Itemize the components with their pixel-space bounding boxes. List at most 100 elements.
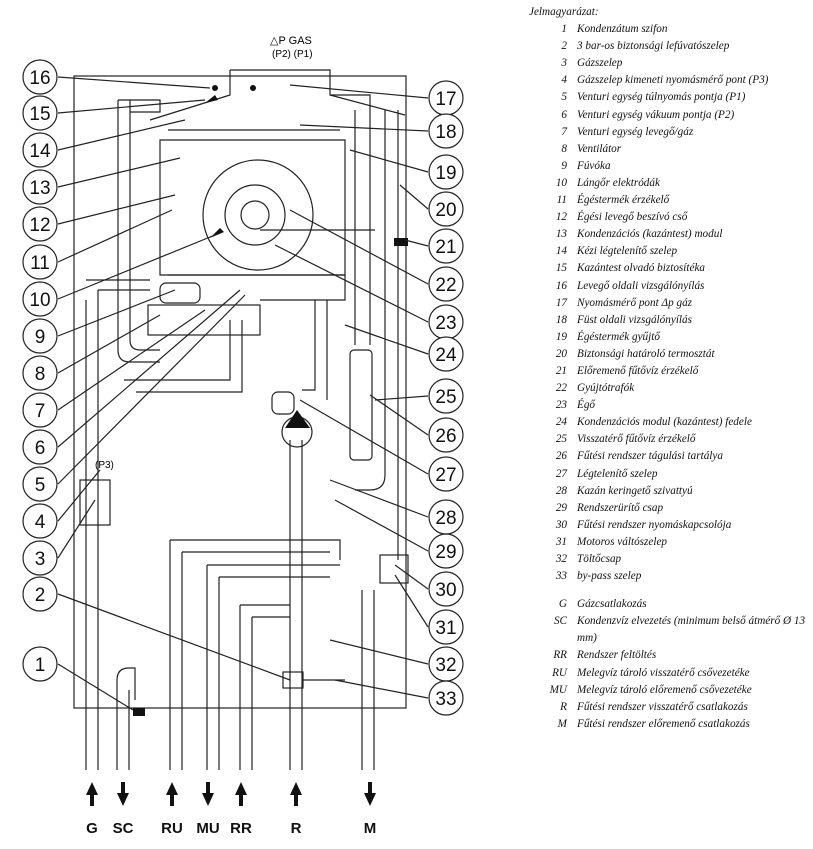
legend-key: 26 [555, 450, 567, 463]
callout-circle [428, 378, 464, 414]
connection-label: MU [196, 820, 219, 837]
leader-line [57, 499, 96, 559]
callout-number: 14 [29, 141, 51, 162]
legend-key: 24 [555, 416, 567, 429]
legend-key: 13 [555, 228, 567, 241]
callout-circle [22, 503, 58, 539]
legend-key: 1 [561, 23, 567, 36]
legend-text: Biztonsági határoló termosztát [577, 347, 715, 360]
flue-hood [149, 69, 406, 121]
leader-line [57, 99, 206, 114]
legend-text: Gázszelep [577, 57, 623, 70]
connection-label: R [291, 820, 302, 837]
legend-row: 28 Kazán keringető szivattyú [515, 483, 810, 500]
callout-circle [428, 571, 464, 607]
callout-circle [428, 266, 464, 302]
callout-number: 16 [29, 68, 50, 89]
legend-text: Melegvíz tároló előremenő csővezetéke [577, 683, 752, 696]
leader-line [57, 289, 176, 337]
arrow-up-icon [86, 782, 98, 806]
leader-line [394, 574, 429, 628]
callout-number: 17 [435, 89, 456, 110]
air-intake-pipe [117, 100, 160, 363]
callout-circle [428, 609, 464, 645]
callout-number: 7 [35, 401, 46, 422]
callout-circle [428, 336, 464, 372]
leader-line [394, 564, 429, 590]
legend-text: Kondenzációs (kazántest) modul [577, 228, 723, 241]
air-pipe-top [118, 99, 161, 113]
callout-circle [22, 132, 58, 168]
legend-text: Nyomásmérő pont Δp gáz [577, 296, 693, 309]
legend-key: 12 [555, 211, 567, 224]
legend-key: 7 [561, 125, 567, 138]
callout-number: 9 [35, 327, 46, 348]
legend-key: 21 [555, 364, 567, 377]
leader-line [399, 184, 429, 210]
leader-line [57, 157, 181, 188]
callout-number: 29 [435, 542, 456, 563]
callout-number: 27 [435, 465, 456, 486]
callout-number: 26 [435, 426, 456, 447]
legend-key: 14 [555, 245, 567, 258]
connection-label: RR [230, 820, 252, 837]
legend-key: 8 [561, 142, 567, 155]
gas-header: △P GAS [270, 35, 312, 47]
callout-number: 20 [435, 200, 456, 221]
legend-text: Fűtési rendszer előremenő csatlakozás [577, 717, 750, 730]
leader-line [57, 209, 173, 263]
connection-label: RU [161, 820, 183, 837]
callout-number: 2 [35, 585, 46, 606]
ru-pipe [169, 540, 183, 770]
callout-number: 30 [435, 580, 456, 601]
callout-circle [22, 429, 58, 465]
connection-label: SC [113, 820, 134, 837]
callout-circle [428, 533, 464, 569]
legend-key: G [558, 598, 567, 611]
expansion-tank [349, 349, 373, 461]
leader-line [289, 209, 429, 285]
leader-line [57, 119, 186, 151]
leader-line [289, 84, 429, 99]
legend-key: M [557, 717, 567, 730]
callout-circle [428, 417, 464, 453]
legend-text: Venturi egység vákuum pontja (P2) [577, 108, 735, 121]
gas-valve [79, 479, 111, 526]
legend-key: 31 [555, 535, 567, 548]
callout-number: 5 [35, 475, 46, 496]
leader-line [57, 314, 161, 374]
leader-line [349, 149, 429, 173]
legend-text: Légtelenítő szelep [577, 467, 658, 480]
callout-number: 18 [435, 122, 456, 143]
callout-circle [22, 392, 58, 428]
legend-text: Kazántest olvadó biztosítéka [577, 262, 706, 275]
legend-key: 28 [555, 484, 567, 497]
legend-key: 16 [555, 279, 567, 292]
leader-line [57, 194, 176, 225]
legend-text: Kondenzációs modul (kazántest) fedele [577, 416, 752, 429]
bypass-valve [282, 671, 304, 689]
callout-number: 4 [35, 512, 46, 533]
leader-line [57, 294, 246, 485]
legend-key: 9 [561, 159, 567, 172]
legend-text: Kazán keringető szivattyú [577, 484, 693, 497]
arrow-down-icon [202, 782, 214, 806]
callout-circle [22, 244, 58, 280]
callout-number: 10 [29, 290, 50, 311]
legend-key: RR [553, 649, 567, 662]
